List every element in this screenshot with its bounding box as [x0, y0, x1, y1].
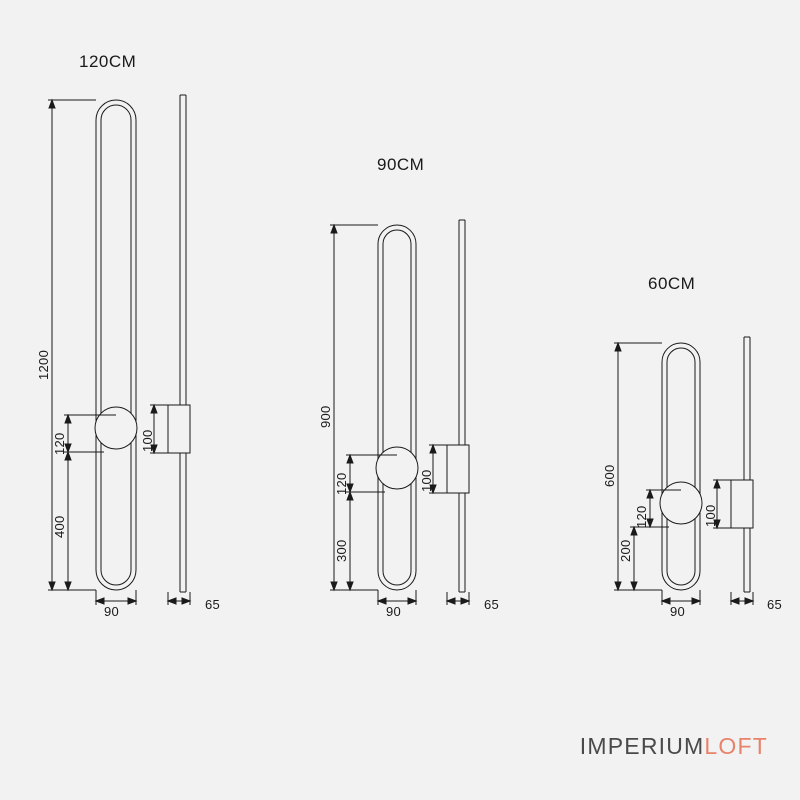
lamp-90-dim-900	[330, 223, 378, 592]
lamp-90-dim-90-label: 90	[386, 604, 402, 619]
lamp-90-side-view	[446, 219, 470, 593]
lamp-60-dim-65	[729, 592, 755, 605]
lamp-120-dim-400	[64, 450, 72, 592]
lamp-120-dim-90	[94, 590, 138, 605]
lamp-60-dim-120-label: 120	[634, 505, 649, 528]
brand-part-loft: LOFT	[704, 733, 768, 759]
lamp-90-title: 90CM	[377, 155, 425, 174]
lamp-90-dim-65	[445, 592, 471, 605]
brand-watermark: IMPERIUMLOFT	[580, 733, 768, 760]
lamp-90-dim-300	[346, 490, 354, 592]
brand-part-imperium: IMPERIUM	[579, 733, 705, 759]
lamp-60-dim-90-label: 90	[670, 604, 686, 619]
lamp-60-dim-100	[713, 478, 731, 530]
lamp-120-dim-100-label: 100	[140, 429, 155, 452]
lamp-120-dim-120	[64, 413, 116, 454]
lamp-60-dim-100-label: 100	[703, 504, 718, 527]
lamp-120-dim-1200-label: 1200	[36, 349, 51, 380]
lamp-90-dim-100	[429, 443, 447, 495]
lamp-90-dim-120-label: 120	[334, 472, 349, 495]
lamp-120-dim-100	[150, 403, 168, 455]
lamp-90-dim-300-label: 300	[334, 539, 349, 562]
lamp-120-front-view	[94, 99, 138, 591]
lamp-90-dim-100-label: 100	[419, 469, 434, 492]
lamp-60-front-view	[659, 342, 703, 591]
lamp-60-dim-200	[630, 525, 650, 592]
lamp-120-dim-65	[166, 592, 192, 605]
lamp-90-dim-120	[346, 453, 397, 494]
lamp-60-dim-600	[614, 341, 662, 592]
lamp-120-side-view	[167, 94, 191, 593]
lamp-60-dim-200-label: 200	[618, 539, 633, 562]
lamp-60-dim-120	[646, 488, 681, 529]
lamp-60-title: 60CM	[648, 274, 696, 293]
lamp-90-dim-90	[376, 590, 418, 605]
lamp-120-dim-65-label: 65	[205, 597, 221, 612]
lamp-120-dim-400-label: 400	[52, 515, 67, 538]
lamp-90-front-view	[375, 224, 419, 591]
lamp-120-dim-1200	[48, 98, 96, 592]
lamp-90-dim-65-label: 65	[484, 597, 500, 612]
lamp-60-dim-90	[660, 590, 702, 605]
lamp-120-title: 120CM	[79, 52, 137, 71]
lamp-60-dim-65-label: 65	[767, 597, 783, 612]
lamp-120-dim-90-label: 90	[104, 604, 120, 619]
lamp-60-side-view	[730, 336, 754, 593]
lamp-60-dim-600-label: 600	[602, 464, 617, 487]
lamp-120-dim-120-label: 120	[52, 432, 67, 455]
lamp-90-dim-900-label: 900	[318, 405, 333, 428]
